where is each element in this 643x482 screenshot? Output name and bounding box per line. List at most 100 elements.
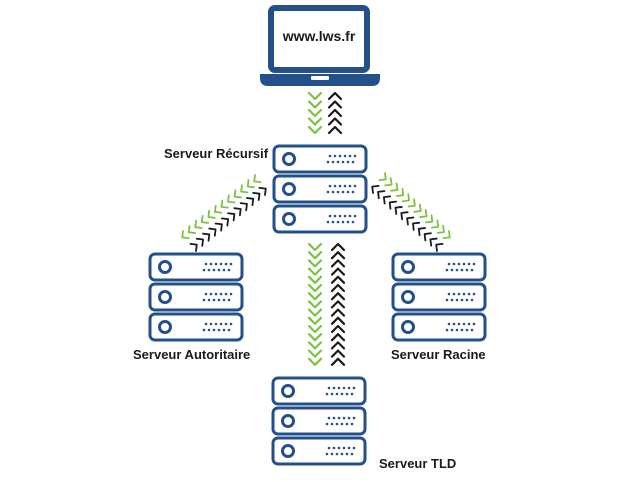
diagonal-chevron-icon [200, 214, 210, 224]
diagonal-chevron-icon [394, 206, 403, 215]
server-unit [272, 144, 368, 174]
down-chevron-icon [307, 308, 323, 317]
diagonal-chevron-icon [400, 211, 409, 221]
server-unit [148, 282, 244, 312]
diagonal-chevron-icon [187, 225, 196, 234]
down-chevron-icon [307, 125, 323, 135]
diagonal-chevron-icon [246, 179, 255, 189]
diagonal-chevron-icon [258, 186, 267, 196]
up-chevron-icon [330, 275, 346, 284]
diagonal-chevron-icon [240, 184, 249, 194]
diagonal-chevron-icon [208, 227, 217, 237]
diagonal-chevron-icon [189, 242, 198, 252]
diagonal-chevron-icon [202, 232, 211, 242]
up-chevron-icon [330, 333, 346, 342]
diagonal-chevron-icon [233, 189, 242, 199]
diagonal-chevron-icon [377, 190, 386, 200]
laptop-recursive-exchange-arrows [307, 91, 343, 135]
up-chevron-icon [330, 341, 346, 350]
diagonal-chevron-icon [253, 174, 262, 184]
diagonal-chevron-icon [220, 217, 230, 227]
diagonal-chevron-icon [214, 204, 223, 214]
up-chevron-icon [330, 349, 346, 358]
tld-server-label: Serveur TLD [379, 456, 457, 471]
up-chevron-icon [330, 251, 346, 260]
recursive-tld-exchange-arrows [307, 242, 346, 366]
diagonal-chevron-icon [430, 219, 440, 229]
diagonal-chevron-icon [246, 197, 255, 207]
up-chevron-icon [330, 300, 346, 309]
down-chevron-icon [307, 349, 323, 358]
up-chevron-icon [327, 117, 343, 126]
diagonal-chevron-icon [195, 237, 204, 247]
down-chevron-icon [307, 117, 323, 126]
up-chevron-icon [330, 267, 346, 276]
laptop-url-text: www.lws.fr [282, 28, 356, 44]
diagonal-chevron-icon [233, 207, 242, 217]
server-unit [271, 376, 367, 406]
down-chevron-icon [307, 251, 323, 260]
up-chevron-icon [330, 283, 346, 293]
up-chevron-icon [327, 125, 343, 135]
diagonal-chevron-icon [412, 221, 421, 231]
root-server-icon [391, 252, 487, 342]
diagonal-chevron-icon [417, 227, 426, 237]
up-chevron-icon [327, 100, 343, 109]
up-chevron-icon [327, 91, 343, 101]
server-unit [271, 406, 367, 436]
diagonal-chevron-icon [425, 214, 434, 224]
authoritative-server-label: Serveur Autoritaire [133, 347, 251, 362]
recursive-server-label: Serveur Récursif [164, 146, 269, 161]
up-chevron-icon [330, 259, 346, 268]
up-chevron-icon [330, 242, 346, 252]
up-chevron-icon [330, 292, 346, 301]
diagonal-chevron-icon [396, 187, 405, 197]
diagonal-chevron-icon [378, 172, 387, 182]
laptop-icon [260, 5, 380, 86]
server-unit [272, 204, 368, 234]
down-chevron-icon [307, 100, 323, 109]
diagonal-chevron-icon [194, 219, 203, 229]
down-chevron-icon [307, 275, 323, 284]
root-server-label: Serveur Racine [391, 347, 486, 362]
server-unit [391, 282, 487, 312]
server-unit [148, 252, 244, 282]
authoritative-server-icon [148, 252, 244, 342]
diagonal-chevron-icon [390, 182, 399, 192]
diagonal-chevron-icon [423, 232, 432, 242]
diagonal-chevron-icon [227, 212, 236, 222]
diagonal-chevron-icon [388, 200, 397, 210]
diagonal-chevron-icon [436, 224, 445, 234]
server-unit [271, 436, 367, 466]
server-unit [148, 312, 244, 342]
diagonal-chevron-icon [252, 192, 261, 201]
diagonal-chevron-icon [429, 237, 438, 247]
down-chevron-icon [307, 91, 323, 101]
recursive-root-exchange-arrows [371, 172, 451, 252]
down-chevron-icon [307, 324, 323, 334]
diagonal-chevron-icon [442, 230, 451, 240]
diagonal-chevron-icon [214, 222, 223, 232]
down-chevron-icon [307, 357, 323, 366]
down-chevron-icon [307, 316, 323, 325]
down-chevron-icon [307, 242, 323, 252]
up-chevron-icon [330, 324, 346, 334]
down-chevron-icon [307, 267, 323, 276]
up-chevron-icon [330, 316, 346, 325]
tld-server-icon [271, 376, 367, 466]
diagonal-chevron-icon [371, 184, 380, 194]
diagonal-chevron-icon [207, 209, 216, 219]
up-chevron-icon [327, 108, 343, 118]
down-chevron-icon [307, 259, 323, 268]
down-chevron-icon [307, 341, 323, 350]
diagonal-chevron-icon [227, 194, 236, 204]
diagonal-chevron-icon [406, 216, 415, 226]
up-chevron-icon [330, 357, 346, 366]
diagonal-chevron-icon [220, 199, 229, 209]
diagonal-chevron-icon [419, 209, 428, 218]
diagonal-chevron-icon [382, 195, 392, 205]
diagonal-chevron-icon [401, 193, 410, 203]
diagonal-chevron-icon [435, 242, 444, 252]
server-unit [272, 174, 368, 204]
